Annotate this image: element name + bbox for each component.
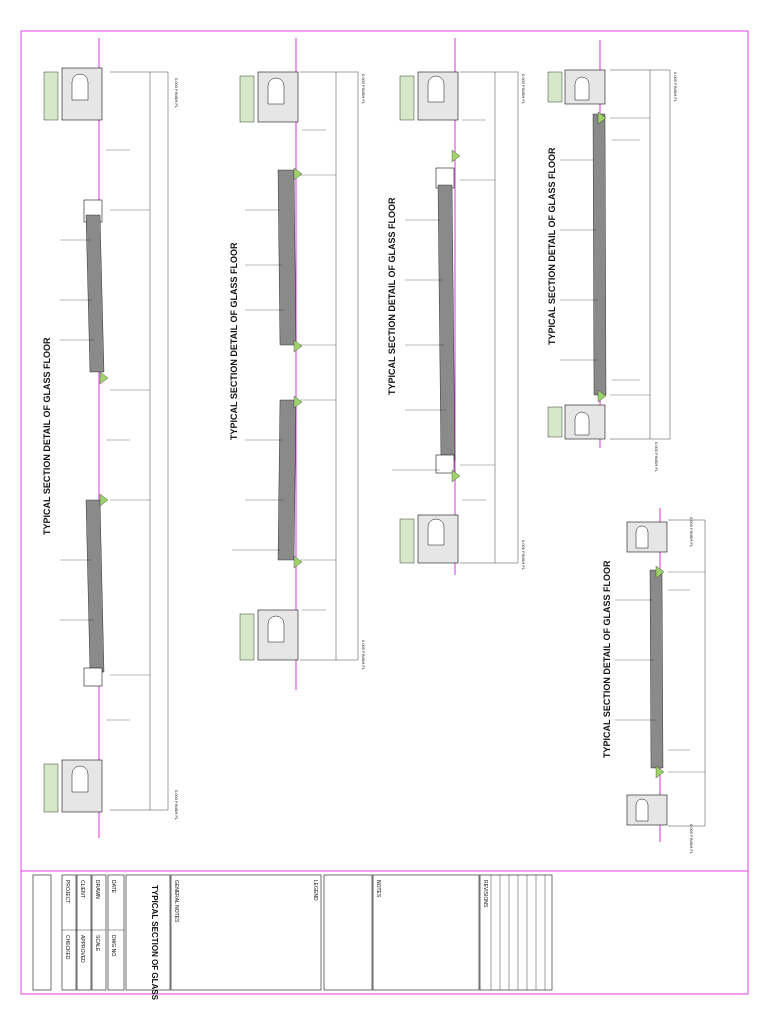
glass-panel	[85, 214, 105, 373]
field-label: PROJECT	[64, 880, 70, 903]
finish-layer	[43, 71, 59, 121]
sheet-border	[20, 30, 749, 995]
glass-panel	[85, 499, 105, 673]
section-detail-4: 0.000 FINISH FL 0.000 FINISH FL TYPICAL …	[547, 40, 678, 473]
notes-label: GENERAL NOTES	[173, 880, 179, 923]
field-label: CLIENT	[79, 880, 85, 898]
elevation-label: 0.000 FINISH FL	[673, 72, 678, 103]
field-label: DWG NO.	[110, 935, 116, 958]
detail-title: TYPICAL SECTION DETAIL OF GLASS FLOOR	[387, 197, 397, 395]
elevation-label: 0.000 FINISH FL	[689, 824, 694, 855]
section-detail-5: 0.000 FINISH FL 0.000 FINISH FL TYPICAL …	[602, 508, 706, 855]
elevation-label: 0.000 FINISH FL	[521, 74, 526, 105]
field-label: CHECKED	[64, 935, 70, 960]
title-block: PROJECT CLIENT DRAWN CHECKED APPROVED SC…	[32, 874, 553, 1001]
detail-title: TYPICAL SECTION DETAIL OF GLASS FLOOR	[602, 560, 612, 758]
detail-title: TYPICAL SECTION DETAIL OF GLASS FLOOR	[42, 337, 52, 535]
elevation-label: 0.000 FINISH FL	[361, 74, 366, 105]
field-label: DRAWN	[94, 880, 100, 899]
detail-title: TYPICAL SECTION DETAIL OF GLASS FLOOR	[229, 242, 239, 440]
section-detail-2: 0.000 FINISH FL 0.000 FINISH FL TYPICAL …	[229, 38, 366, 690]
elevation-label: 0.000 FINISH FL	[361, 640, 366, 671]
section-detail-3: 0.000 FINISH FL 0.000 FINISH FL TYPICAL …	[387, 38, 526, 575]
revision-label: REVISIONS	[482, 880, 488, 908]
elevation-label: 0.000 FINISH FL	[654, 442, 659, 473]
key-notes-label: NOTES	[375, 880, 381, 898]
elevation-label: 0.000 FINISH FL	[174, 78, 179, 109]
field-label: SCALE	[94, 935, 100, 952]
drawing-title: TYPICAL SECTION OF GLASS	[150, 885, 159, 1001]
field-label: APPROVED	[79, 935, 85, 963]
section-detail-1: 0.000 FINISH FL 0.000 FINISH FL TYPICAL …	[42, 38, 179, 838]
elevation-label: 0.000 FINISH FL	[174, 790, 179, 821]
field-label: DATE	[110, 880, 116, 894]
detail-title: TYPICAL SECTION DETAIL OF GLASS FLOOR	[547, 147, 557, 345]
elevation-label: 0.000 FINISH FL	[689, 517, 694, 548]
legend-label: LEGEND	[312, 880, 318, 901]
elevation-label: 0.000 FINISH FL	[521, 540, 526, 571]
